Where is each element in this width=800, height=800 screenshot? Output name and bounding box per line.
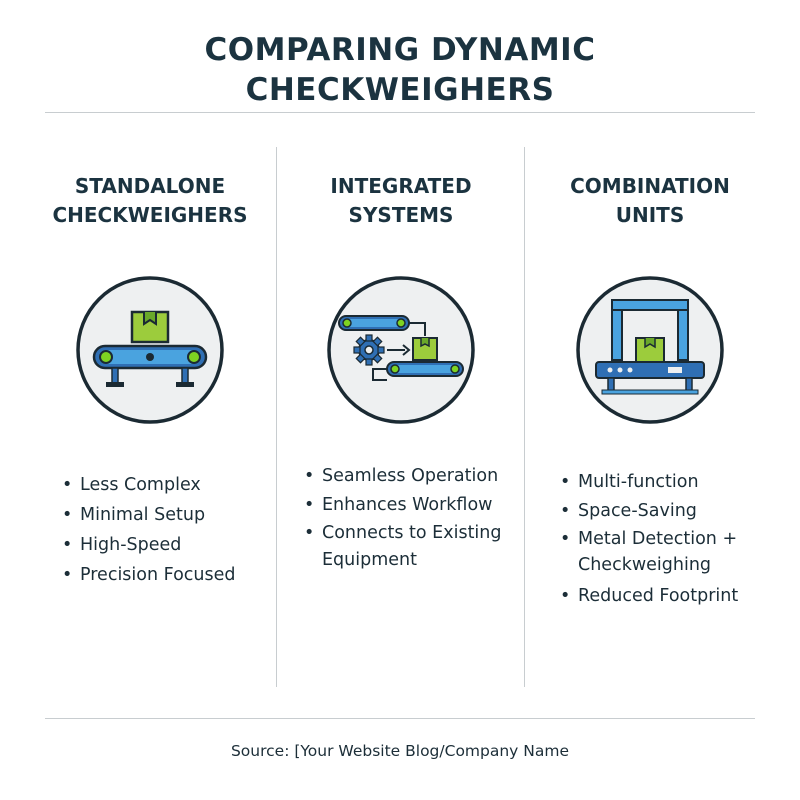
column-combination: COMBINATION UNITS Multi-function Space-S — [530, 172, 770, 611]
column-title-line-2: UNITS — [615, 203, 685, 227]
list-item: Seamless Operation — [304, 462, 520, 491]
page-title-line-2: CHECKWEIGHERS — [245, 72, 555, 108]
column-integrated: INTEGRATED SYSTEMS — [282, 172, 520, 570]
column-title: INTEGRATED SYSTEMS — [282, 172, 520, 232]
source-note: Source: [Your Website Blog/Company Name — [230, 742, 570, 760]
page-title-line-1: COMPARING DYNAMIC — [204, 32, 596, 68]
list-item: Metal Detection + Checkweighing — [560, 526, 770, 578]
list-item: Connects to Existing Equipment — [304, 520, 520, 574]
conveyor-with-box-icon — [74, 274, 226, 426]
top-divider — [45, 112, 755, 113]
feature-list: Less Complex Minimal Setup High-Speed Pr… — [62, 470, 272, 590]
list-item: Minimal Setup — [62, 500, 272, 530]
list-item: High-Speed — [62, 530, 272, 560]
column-title-line-2: CHECKWEIGHERS — [52, 203, 248, 227]
column-standalone: STANDALONE CHECKWEIGHERS Less Complex Mi… — [30, 172, 270, 590]
bottom-divider — [45, 718, 755, 719]
list-item: Space-Saving — [560, 497, 770, 526]
column-divider-2 — [524, 147, 525, 687]
list-item: Precision Focused — [62, 560, 272, 590]
feature-list: Multi-function Space-Saving Metal Detect… — [560, 468, 770, 611]
list-item: Enhances Workflow — [304, 491, 520, 520]
column-title-line-2: SYSTEMS — [348, 203, 454, 227]
column-title-line-1: INTEGRATED — [330, 174, 472, 198]
integrated-line-gear-icon — [325, 274, 477, 426]
column-title: STANDALONE CHECKWEIGHERS — [30, 172, 270, 232]
metal-detector-gate-icon — [574, 274, 726, 426]
column-divider-1 — [276, 147, 277, 687]
list-item: Multi-function — [560, 468, 770, 497]
list-item: Less Complex — [62, 470, 272, 500]
column-title-line-1: COMBINATION — [570, 174, 730, 198]
page-title: COMPARING DYNAMIC CHECKWEIGHERS — [0, 30, 800, 110]
list-item: Reduced Footprint — [560, 582, 770, 611]
column-title: COMBINATION UNITS — [530, 172, 770, 232]
column-title-line-1: STANDALONE — [74, 174, 226, 198]
feature-list: Seamless Operation Enhances Workflow Con… — [304, 462, 520, 574]
